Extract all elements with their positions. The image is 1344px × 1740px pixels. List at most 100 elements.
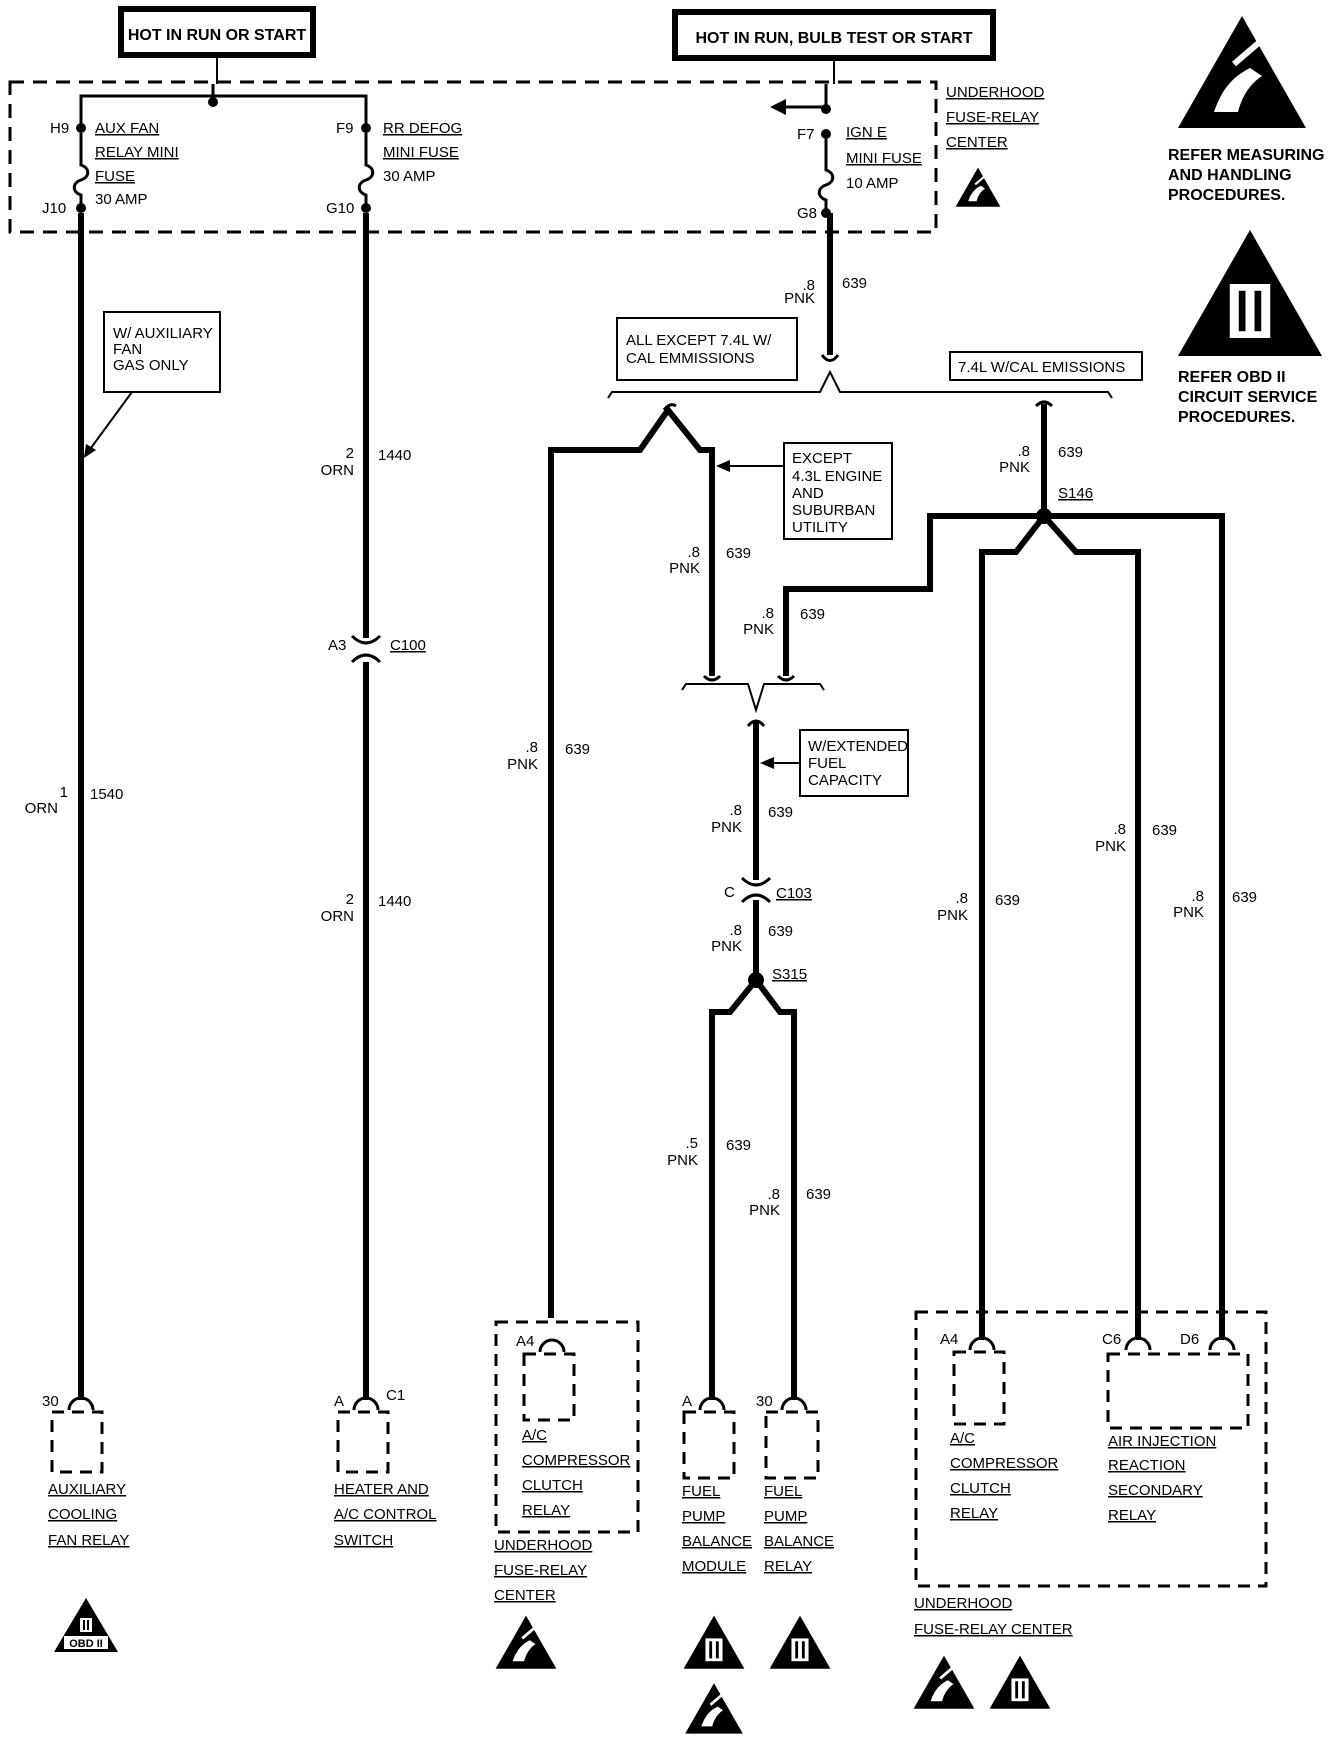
svg-text:AND: AND	[792, 485, 824, 502]
svg-text:1440: 1440	[378, 447, 411, 464]
svg-text:ALL EXCEPT 7.4L W/: ALL EXCEPT 7.4L W/	[626, 332, 772, 349]
svg-text:PNK: PNK	[749, 1202, 780, 1219]
svg-text:UNDERHOOD: UNDERHOOD	[494, 1537, 593, 1554]
svg-text:PNK: PNK	[711, 938, 742, 955]
svg-text:HEATER AND: HEATER AND	[334, 1481, 429, 1498]
svg-text:FUSE-RELAY CENTER: FUSE-RELAY CENTER	[914, 1621, 1073, 1638]
defog-fuse-label-1: RR DEFOG	[383, 120, 462, 137]
svg-text:S315: S315	[772, 966, 807, 983]
aux-fuse-label-4: 30 AMP	[95, 191, 148, 208]
obd-ii-icon	[989, 1655, 1051, 1709]
aux-fuse-label-1: AUX FAN	[95, 120, 159, 137]
obd-ii-small-icon: OBD II	[54, 1598, 118, 1652]
svg-text:FUSE-RELAY: FUSE-RELAY	[946, 109, 1039, 126]
svg-text:AUXILIARY: AUXILIARY	[48, 1481, 126, 1498]
svg-text:EXCEPT: EXCEPT	[792, 450, 852, 467]
svg-text:A4: A4	[940, 1331, 958, 1348]
svg-text:.8: .8	[802, 277, 815, 294]
svg-text:UNDERHOOD: UNDERHOOD	[946, 84, 1045, 101]
svg-text:FUEL: FUEL	[682, 1483, 720, 1500]
option-except-43: EXCEPT 4.3L ENGINE AND SUBURBAN UTILITY	[716, 442, 893, 540]
svg-text:30: 30	[756, 1393, 773, 1410]
option-extended-fuel: W/EXTENDED FUEL CAPACITY	[760, 729, 909, 797]
obd-ii-icon	[1178, 230, 1322, 356]
svg-text:.8: .8	[687, 544, 700, 561]
svg-text:PNK: PNK	[507, 756, 538, 773]
svg-text:7.4L W/CAL EMISSIONS: 7.4L W/CAL EMISSIONS	[958, 359, 1125, 376]
svg-text:639: 639	[1152, 822, 1177, 839]
svg-text:639: 639	[806, 1186, 831, 1203]
svg-text:.8: .8	[955, 890, 968, 907]
obd-ii-icon	[769, 1615, 831, 1669]
wire-label-1540: 1 ORN 1540	[25, 784, 124, 817]
fuse-center-box	[8, 80, 938, 234]
svg-text:PNK: PNK	[669, 560, 700, 577]
svg-text:RELAY: RELAY	[950, 1505, 998, 1522]
svg-text:REACTION: REACTION	[1108, 1457, 1186, 1474]
wire-label-639-g: .8 PNK 639	[711, 802, 793, 836]
svg-text:PNK: PNK	[711, 819, 742, 836]
esd-icon	[954, 166, 1002, 208]
svg-text:1: 1	[60, 784, 68, 801]
svg-text:639: 639	[768, 923, 793, 940]
svg-text:.8: .8	[767, 1186, 780, 1203]
svg-text:30: 30	[42, 1393, 59, 1410]
svg-text:CAL EMMISSIONS: CAL EMMISSIONS	[626, 350, 755, 367]
svg-text:1440: 1440	[378, 893, 411, 910]
svg-text:.8: .8	[1113, 821, 1126, 838]
svg-text:639: 639	[565, 741, 590, 758]
connector-c103: C C103	[724, 876, 812, 904]
svg-text:FUSE-RELAY: FUSE-RELAY	[494, 1562, 587, 1579]
aux-fuse-label-2: RELAY MINI	[95, 144, 179, 161]
svg-text:UNDERHOOD: UNDERHOOD	[914, 1595, 1013, 1612]
svg-text:REFER OBD II: REFER OBD II	[1178, 369, 1286, 386]
aux-fuse-label-3: FUSE	[95, 168, 135, 185]
aux-fan-fuse: H9 J10 AUX FAN RELAY MINI FUSE 30 AMP	[42, 120, 179, 217]
svg-text:2: 2	[346, 445, 354, 462]
svg-text:PNK: PNK	[743, 621, 774, 638]
svg-text:.8: .8	[729, 922, 742, 939]
ign-fuse-in-pin: F7	[797, 126, 815, 143]
wire-label-639-c: .8 PNK 639	[743, 605, 825, 638]
svg-text:ORN: ORN	[321, 462, 354, 479]
svg-text:SECONDARY: SECONDARY	[1108, 1482, 1203, 1499]
wire-label-639-h: .8 PNK 639	[711, 922, 793, 955]
svg-text:REFER MEASURING: REFER MEASURING	[1168, 147, 1324, 164]
wire-label-639-d: .8 PNK 639	[937, 890, 1020, 924]
defog-fuse-label-3: 30 AMP	[383, 168, 436, 185]
svg-text:W/ AUXILIARY: W/ AUXILIARY	[113, 325, 213, 342]
svg-text:CENTER: CENTER	[494, 1587, 556, 1604]
option-cal-emissions: 7.4L W/CAL EMISSIONS	[949, 351, 1143, 381]
svg-text:CENTER: CENTER	[946, 134, 1008, 151]
obd-ii-icon	[683, 1615, 745, 1669]
svg-text:ORN: ORN	[321, 908, 354, 925]
ign-fuse-label-2: MINI FUSE	[846, 150, 922, 167]
defog-fuse-out-pin: G10	[326, 200, 354, 217]
component-heater-switch: A C1 HEATER AND A/C CONTROL SWITCH	[334, 1387, 437, 1549]
svg-text:C1: C1	[386, 1387, 405, 1404]
option-all-except: ALL EXCEPT 7.4L W/ CAL EMMISSIONS	[616, 317, 798, 381]
svg-text:SWITCH: SWITCH	[334, 1532, 393, 1549]
svg-text:PNK: PNK	[999, 459, 1030, 476]
svg-text:C6: C6	[1102, 1331, 1121, 1348]
svg-text:UTILITY: UTILITY	[792, 519, 848, 536]
svg-text:AND HANDLING: AND HANDLING	[1168, 167, 1292, 184]
svg-text:PNK: PNK	[937, 907, 968, 924]
svg-text:PNK: PNK	[667, 1152, 698, 1169]
svg-text:FAN: FAN	[113, 341, 142, 358]
svg-text:BALANCE: BALANCE	[764, 1533, 834, 1550]
svg-text:PNK: PNK	[784, 290, 815, 307]
svg-text:.5: .5	[685, 1135, 698, 1152]
wire-label-639-e: .8 PNK 639	[1095, 821, 1177, 855]
svg-text:MODULE: MODULE	[682, 1558, 746, 1575]
svg-text:CAPACITY: CAPACITY	[808, 772, 882, 789]
wire-label-1440-lower: 2 ORN 1440	[321, 891, 412, 925]
defog-fuse-in-pin: F9	[336, 120, 354, 137]
svg-text:A/C: A/C	[522, 1427, 547, 1444]
svg-text:COOLING: COOLING	[48, 1506, 117, 1523]
svg-text:PUMP: PUMP	[764, 1508, 807, 1525]
component-ac-relay-left: A4 A/C COMPRESSOR CLUTCH RELAY UNDERHOOD…	[494, 1320, 640, 1604]
ign-e-fuse: F7 G8 IGN E MINI FUSE 10 AMP	[770, 84, 922, 222]
svg-text:639: 639	[768, 804, 793, 821]
